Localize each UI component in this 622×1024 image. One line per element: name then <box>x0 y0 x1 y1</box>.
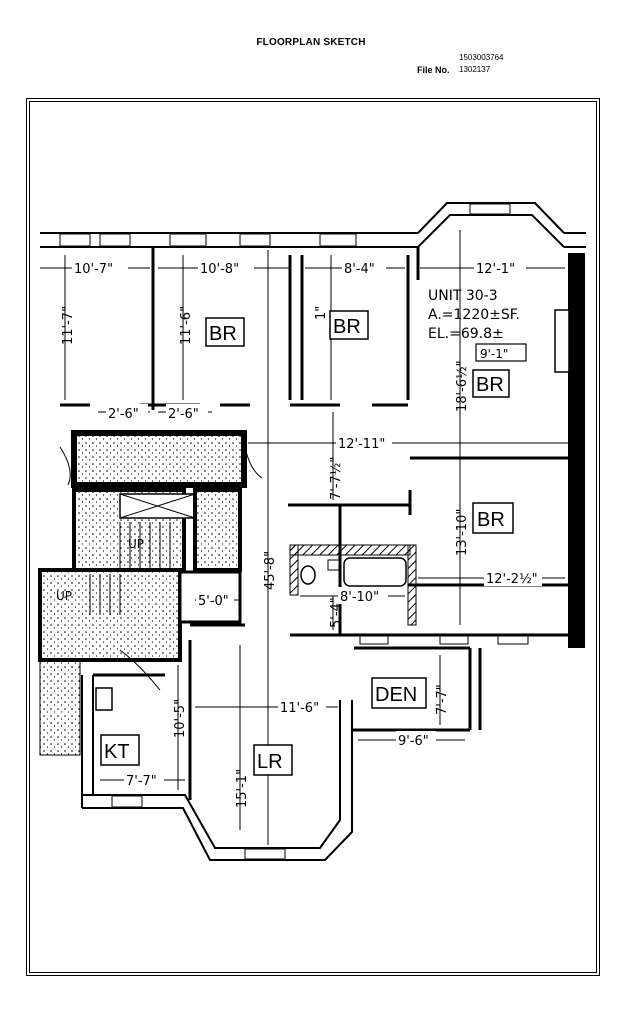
file-number: 1302137 <box>459 65 491 74</box>
room-label-br: BR <box>476 374 504 396</box>
dim-label: 15'-1" <box>235 769 250 808</box>
dim-label: 1" <box>314 306 329 320</box>
dim-label: 11'-7" <box>61 306 76 345</box>
dim-label: 11'-6" <box>179 306 194 345</box>
dim-label: 8'-10" <box>340 590 379 605</box>
page-title: FLOORPLAN SKETCH <box>256 37 366 48</box>
dim-label: 10'-8" <box>200 262 239 277</box>
room-label-den: DEN <box>375 684 417 706</box>
dim-label: 18'-6½" <box>455 360 470 412</box>
room-labels: BR BR BR BR DEN KT LR <box>100 310 514 776</box>
dim-label: 45'-8" <box>263 551 278 590</box>
unit-area: A.=1220±SF. <box>428 307 520 323</box>
windows <box>59 203 529 860</box>
room-label-lr: LR <box>257 751 283 773</box>
dim-label: 7'-7" <box>435 684 450 715</box>
dim-label: 12'-2½" <box>486 572 538 587</box>
door-swings <box>59 446 263 691</box>
room-label-br: BR <box>209 323 237 345</box>
dim-label: 10'-5" <box>173 699 188 738</box>
unit-info: UNIT 30-3 A.=1220±SF. EL.=69.8± 9'-1" <box>428 288 527 362</box>
stair-up-label: UP <box>56 589 72 603</box>
kitchen-fixture <box>95 687 113 711</box>
right-exterior-wall <box>568 253 585 648</box>
dim-label: 5'-0" <box>198 594 229 609</box>
fireplace <box>554 309 570 373</box>
dim-label: 2'-6" <box>168 407 199 422</box>
room-label-br: BR <box>477 509 505 531</box>
room-label-br: BR <box>333 316 361 338</box>
stair-hall <box>38 430 247 756</box>
dim-label: 10'-7" <box>74 262 113 277</box>
dim-label: 13'-10" <box>455 509 470 556</box>
dim-label: 2'-6" <box>108 407 139 422</box>
dimension-labels: 10'-7" 10'-8" 8'-4" 12'-1" 11'-7" 11'-6"… <box>56 258 542 808</box>
dim-label: 8'-4" <box>344 262 375 277</box>
dim-label: 5'-4" <box>329 597 344 628</box>
dim-label: 12'-11" <box>338 437 385 452</box>
dim-label: 7'-7½" <box>329 457 344 500</box>
file-number-label: File No. <box>417 65 450 75</box>
exterior-walls <box>40 202 586 861</box>
unit-number: UNIT 30-3 <box>428 288 498 304</box>
bathroom <box>289 544 417 626</box>
dim-label: 11'-6" <box>280 701 319 716</box>
room-label-kt: KT <box>104 741 130 763</box>
ceiling-height: 9'-1" <box>480 347 508 361</box>
sketch-frame <box>26 98 600 976</box>
file-id: 1503003764 <box>459 53 504 62</box>
interior-walls <box>60 247 568 800</box>
dim-label: 12'-1" <box>476 262 515 277</box>
unit-elevation: EL.=69.8± <box>428 326 504 342</box>
dim-label: 9'-6" <box>398 734 429 749</box>
dim-label: 7'-7" <box>126 774 157 789</box>
stair-up-label: UP <box>128 537 144 551</box>
